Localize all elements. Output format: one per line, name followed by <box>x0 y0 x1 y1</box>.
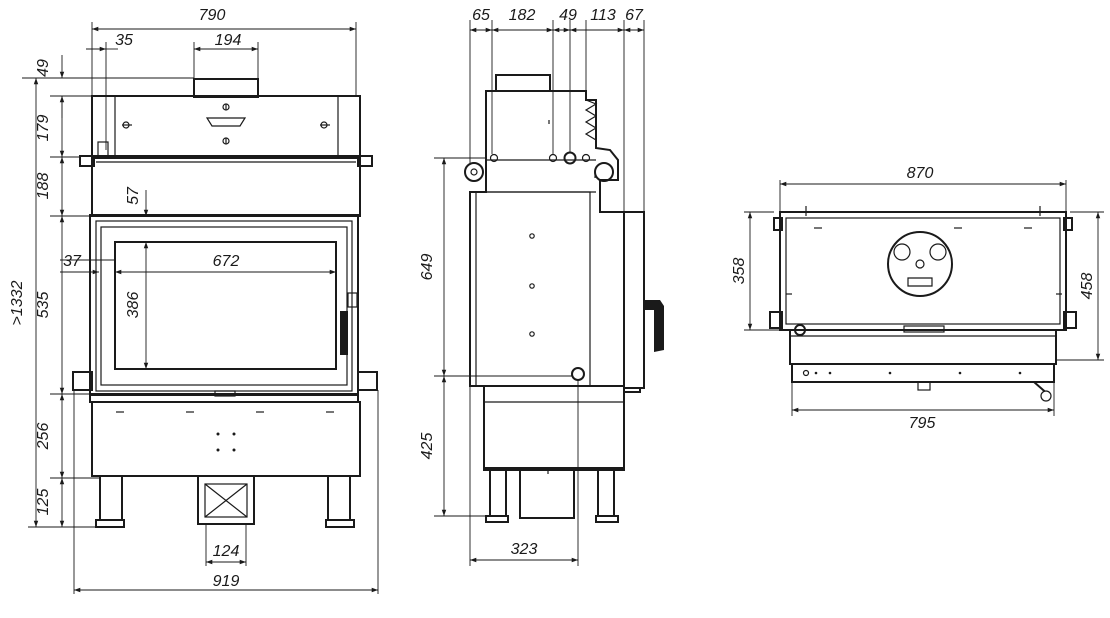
dim-790: 790 <box>199 7 226 24</box>
side-air-duct <box>519 469 575 519</box>
side-body-outline <box>469 90 641 469</box>
front-mid-body <box>91 157 361 217</box>
dim-535: 535 <box>35 292 52 319</box>
dim-57: 57 <box>125 186 142 205</box>
top-front-strip <box>789 329 1057 365</box>
dim-256: 256 <box>35 423 52 451</box>
dim-182: 182 <box>509 7 536 24</box>
side-view: 65 182 49 113 67 649 425 323 <box>419 7 664 566</box>
dim-179: 179 <box>35 115 52 142</box>
dim-49: 49 <box>35 59 52 77</box>
dim-125: 125 <box>35 489 52 516</box>
top-body <box>779 211 1067 331</box>
dim-124: 124 <box>213 543 240 560</box>
dim-458: 458 <box>1079 273 1096 300</box>
dim-65: 65 <box>472 7 490 24</box>
dim-188: 188 <box>35 173 52 200</box>
front-right-leg <box>327 475 351 521</box>
dim-425: 425 <box>419 433 436 460</box>
dim-194: 194 <box>215 32 242 49</box>
top-view: 870 358 458 795 <box>731 165 1104 432</box>
side-flue-collar <box>495 74 551 92</box>
front-view: 790 35 194 49 179 188 57 37 672 386 535 … <box>9 7 379 594</box>
dim-919: 919 <box>213 573 240 590</box>
dim-side-49: 49 <box>559 7 577 24</box>
front-lower-body <box>91 401 361 477</box>
dim-37: 37 <box>63 253 82 270</box>
front-air-duct <box>197 475 255 525</box>
dim-795: 795 <box>909 415 936 432</box>
dim-672: 672 <box>213 253 240 270</box>
dim-386: 386 <box>125 292 142 319</box>
front-door-handle <box>340 311 348 355</box>
front-glass <box>114 241 337 370</box>
side-door-panel <box>623 211 645 389</box>
front-top-hood <box>91 95 361 157</box>
dim-870: 870 <box>907 165 934 182</box>
dim-649: 649 <box>419 254 436 281</box>
front-flue-collar <box>193 78 259 98</box>
side-handle <box>644 300 664 352</box>
dim-113: 113 <box>590 7 616 24</box>
dim-358: 358 <box>731 258 748 285</box>
dim-total-height: >1332 <box>9 280 26 325</box>
dim-67: 67 <box>625 7 644 24</box>
top-flue-round <box>887 231 953 297</box>
dim-35: 35 <box>115 32 133 49</box>
dim-323: 323 <box>511 541 538 558</box>
front-left-leg <box>99 475 123 521</box>
